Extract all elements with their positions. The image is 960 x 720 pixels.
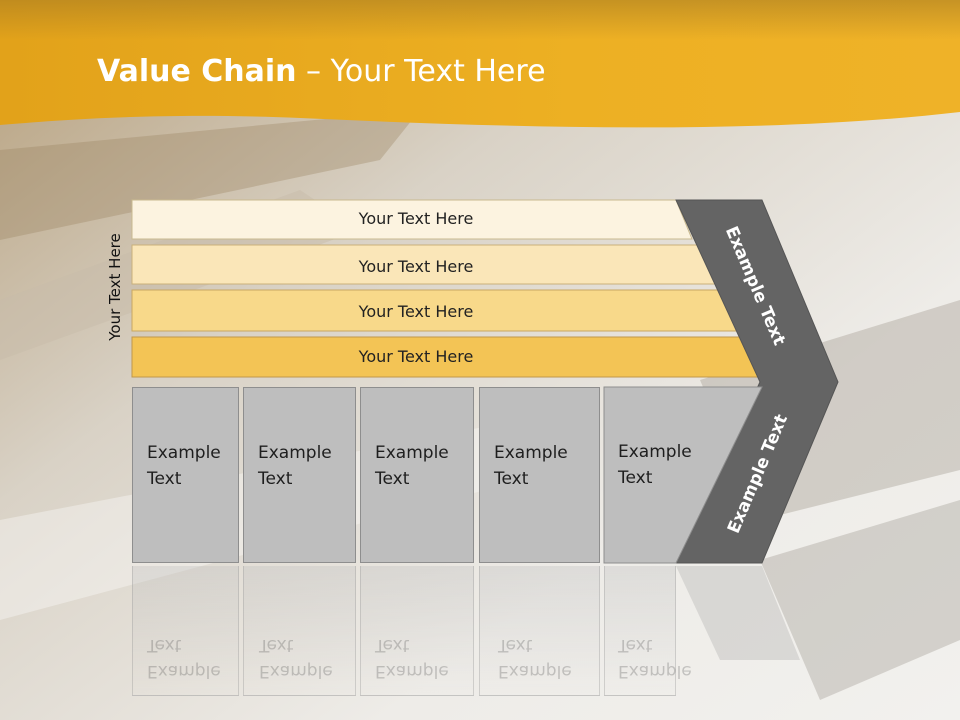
box-5-shape bbox=[603, 386, 763, 564]
box-5-reflection bbox=[604, 566, 676, 696]
title-rest: – Your Text Here bbox=[296, 54, 546, 89]
title-bold: Value Chain bbox=[97, 54, 297, 89]
box-1-line1: Example bbox=[147, 443, 221, 463]
box-2-reflection bbox=[243, 566, 356, 696]
activity-box-3[interactable]: Example Text bbox=[360, 387, 474, 563]
box-3-line2: Text bbox=[375, 469, 410, 489]
bar-4-label: Your Text Here bbox=[358, 347, 474, 366]
activity-box-1[interactable]: Example Text bbox=[132, 387, 239, 563]
bar-1[interactable] bbox=[131, 199, 693, 240]
chevron-arrow[interactable] bbox=[675, 199, 839, 564]
box-4-line2: Text bbox=[494, 469, 529, 489]
activity-box-2[interactable]: Example Text bbox=[243, 387, 356, 563]
slide-title: Value Chain – Your Text Here bbox=[97, 54, 546, 89]
box-4-line1: Example bbox=[494, 443, 568, 463]
box-5-line2: Text bbox=[618, 468, 653, 488]
box-1-line2: Text bbox=[147, 469, 182, 489]
box-4-reflection bbox=[479, 566, 600, 696]
box-1-reflection bbox=[132, 566, 239, 696]
bar-3-label: Your Text Here bbox=[358, 302, 474, 321]
box-2-line1: Example bbox=[258, 443, 332, 463]
bar-2-label: Your Text Here bbox=[358, 257, 474, 276]
box-5-line1: Example bbox=[618, 442, 692, 462]
chevron-reflection bbox=[676, 566, 800, 660]
bar-1-label: Your Text Here bbox=[358, 209, 474, 228]
box-3-line1: Example bbox=[375, 443, 449, 463]
activity-box-5[interactable]: Example Text bbox=[604, 387, 724, 563]
activity-box-4[interactable]: Example Text bbox=[479, 387, 600, 563]
box-2-line2: Text bbox=[258, 469, 293, 489]
box-3-reflection bbox=[360, 566, 474, 696]
